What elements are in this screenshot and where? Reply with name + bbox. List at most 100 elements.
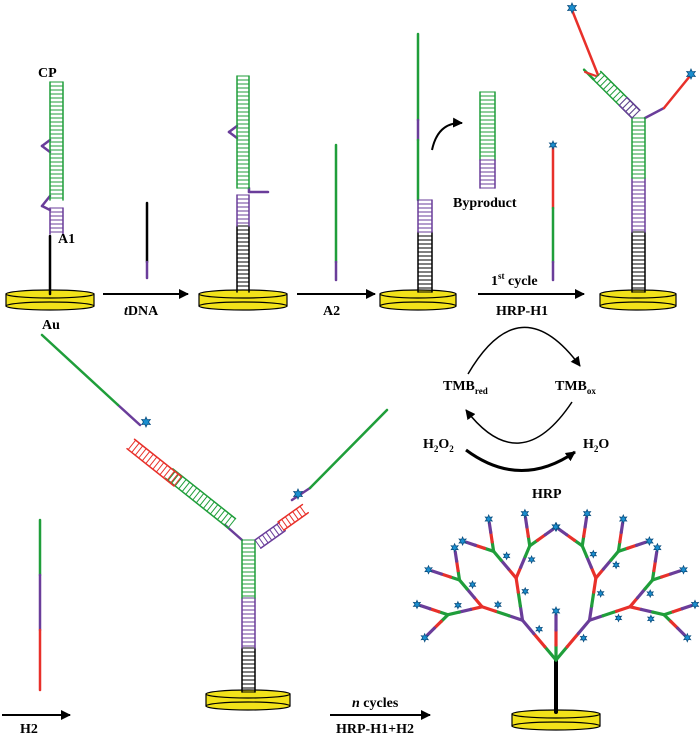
duplex-rung [299, 505, 307, 515]
duplex-rung [612, 90, 622, 100]
tree-branch [457, 607, 473, 614]
hrp-star-icon [653, 542, 662, 553]
duplex-rung [159, 464, 168, 476]
duplex-rung [213, 506, 222, 518]
tree-branch [492, 549, 503, 562]
duplex-rung [621, 100, 631, 109]
tree-branch [514, 576, 520, 594]
tree-branch [619, 521, 625, 535]
duplex-rung [181, 481, 191, 493]
hrp-star-icon [679, 564, 688, 575]
tree-branch [425, 626, 436, 637]
duplex-rung [171, 473, 180, 484]
tree-branch [516, 590, 522, 608]
label-a1: A1 [58, 232, 75, 247]
duplex-rung [206, 501, 215, 512]
strand-segment [40, 204, 52, 212]
hrp-star-icon [292, 488, 304, 500]
tree-branch [543, 645, 558, 662]
duplex-rung [628, 106, 638, 116]
electrode-bottom [379, 301, 457, 311]
label-h2o: H2O [583, 437, 609, 454]
tree-branch [532, 631, 547, 649]
duplex-rung [169, 473, 179, 484]
hrp-star-icon [646, 614, 655, 624]
duplex-rung [288, 513, 296, 523]
hrp-star-icon [579, 633, 588, 643]
hrp-star-icon [424, 564, 433, 575]
electrode-top [198, 289, 288, 299]
duplex-rung [141, 450, 151, 462]
label-h2o2: H2O2 [423, 437, 454, 454]
strand-segment [570, 8, 600, 77]
strand-segment [290, 486, 312, 502]
label-hrp-h1-h2: HRP-H1+H2 [336, 722, 414, 737]
tree-branch [585, 554, 593, 569]
label-tmb-red: TMBred [443, 379, 488, 396]
strand-segment [40, 144, 52, 154]
hrp-star-icon [412, 599, 422, 610]
hrp-star-icon [612, 560, 620, 570]
label-tdna: tDNA [124, 304, 159, 319]
tree-branch [653, 550, 659, 563]
duplex-rung [295, 508, 303, 518]
tree-branch [680, 604, 693, 611]
tree-branch [514, 565, 523, 580]
tree-branch [554, 645, 569, 662]
tree-branch [634, 540, 648, 547]
duplex-rung [277, 521, 285, 531]
electrode-bottom [5, 301, 95, 311]
tree-branch [583, 515, 589, 529]
duplex-rung [209, 504, 219, 515]
duplex-rung [192, 490, 201, 501]
tree-branch [523, 515, 529, 529]
duplex-rung [272, 526, 280, 536]
tree-branch [464, 540, 478, 547]
hrp-star-icon [589, 549, 598, 559]
electrode-bottom [511, 721, 601, 731]
hrp-star-icon [520, 508, 530, 519]
tree-branch [594, 567, 605, 580]
duplex-rung [596, 74, 606, 84]
tree-branch [589, 565, 598, 580]
tree-branch [676, 626, 687, 637]
duplex-rung [265, 531, 273, 541]
tree-branch [507, 567, 518, 580]
tree-branch [430, 569, 443, 576]
hrp-star-icon [618, 513, 628, 524]
label-byproduct: Byproduct [453, 196, 517, 211]
tree-branch [520, 618, 536, 636]
hrp-star-icon [551, 605, 561, 617]
dna-strands [38, 8, 692, 714]
hrp-star-icon [502, 551, 511, 561]
duplex-rung [174, 476, 184, 487]
label-first-cycle: 1st cycle [491, 271, 538, 289]
tree-branch [499, 558, 511, 571]
hrp-star-icon [521, 586, 530, 596]
strand-segment [662, 74, 692, 110]
tree-branch [669, 569, 682, 576]
tree-branch [487, 521, 493, 535]
tree-branch [453, 550, 459, 563]
electrode-bottom [205, 701, 291, 711]
tree-branch [639, 607, 655, 614]
electrode-top [599, 289, 677, 299]
hrp-star-icon [685, 68, 697, 80]
label-tmb-ox: TMBox [555, 379, 596, 396]
electrode-bottom [599, 301, 677, 311]
duplex-rung [138, 448, 147, 459]
gold-electrode-icon [599, 289, 677, 311]
duplex-rung [227, 518, 236, 529]
duplex-rung [134, 445, 144, 456]
tree-branch [601, 609, 619, 618]
hrp-labels [140, 2, 700, 643]
strand-segment [116, 403, 142, 427]
duplex-rung [162, 467, 172, 479]
duplex-rung [625, 103, 634, 113]
duplex-rung [631, 109, 641, 119]
strand-segment [40, 333, 120, 407]
hrp-star-icon [140, 416, 152, 428]
electrode-bottom [198, 301, 288, 311]
hrp-star-icon [484, 513, 494, 524]
